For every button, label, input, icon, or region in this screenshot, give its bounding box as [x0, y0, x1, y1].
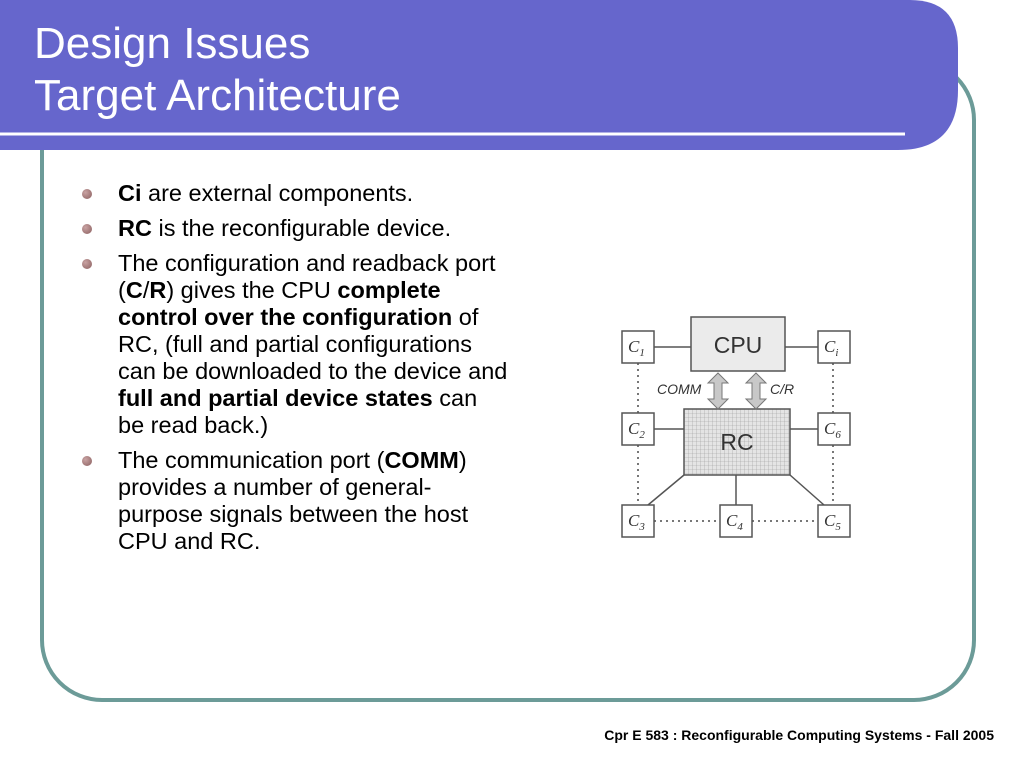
bullet-text: The communication port (COMM) provides a… — [118, 447, 468, 554]
title-line-2: Target Architecture — [34, 71, 401, 120]
bullet-bold-run: complete control over the configuration — [118, 277, 453, 330]
bullet-run: The configuration and readback port ( — [118, 250, 496, 303]
bullet-run: ) gives the CPU — [166, 277, 338, 303]
cpu-label: CPU — [714, 332, 763, 358]
bullet-bold-run: full and partial device states — [118, 385, 433, 411]
port-arrows — [706, 372, 768, 410]
component-box: C5 — [817, 504, 851, 538]
dotted-links — [637, 363, 834, 522]
comm-label: COMM — [657, 381, 702, 397]
solid-links — [647, 346, 825, 506]
bullet-text: RC is the reconfigurable device. — [118, 215, 451, 241]
component-box-frame — [621, 330, 655, 364]
title-band — [0, 0, 958, 150]
component-box-frame — [817, 330, 851, 364]
bullet-run: The communication port ( — [118, 447, 385, 473]
cpu-box — [690, 316, 786, 372]
slide-footer: Cpr E 583 : Reconfigurable Computing Sys… — [604, 727, 994, 743]
component-box: C3 — [621, 504, 655, 538]
component-box-frame — [719, 504, 753, 538]
component-box-frame — [621, 504, 655, 538]
component-box: C1 — [621, 330, 655, 364]
bullet-dot-icon — [82, 259, 92, 269]
bullet-dot-icon — [82, 189, 92, 199]
component-label: C1 — [628, 337, 645, 359]
bullet-item: Ci are external components. — [78, 180, 508, 207]
cr-arrow-icon — [744, 372, 768, 410]
bullet-text: The configuration and readback port (C/R… — [118, 250, 507, 438]
rc-box — [683, 408, 791, 476]
bullet-bold-run: RC — [118, 215, 152, 241]
component-box: C4 — [719, 504, 753, 538]
bullet-text: Ci are external components. — [118, 180, 413, 206]
bullet-dot-icon — [82, 456, 92, 466]
component-label: C4 — [726, 511, 743, 533]
component-box-frame — [817, 504, 851, 538]
bullet-item: The configuration and readback port (C/R… — [78, 250, 508, 439]
bullet-list: Ci are external components. RC is the re… — [78, 180, 508, 563]
rc-label: RC — [720, 429, 753, 455]
bullet-run: can be read back.) — [118, 385, 478, 438]
component-box: C2 — [621, 412, 655, 446]
slide-title: Design Issues Target Architecture — [34, 18, 401, 122]
bullet-run: / — [142, 277, 150, 303]
bullet-bold-run: Ci — [118, 180, 142, 206]
component-box-frame — [621, 412, 655, 446]
bullet-item: The communication port (COMM) provides a… — [78, 447, 508, 555]
component-box-frame — [817, 412, 851, 446]
bullet-dot-icon — [82, 224, 92, 234]
component-box: C6 — [817, 412, 851, 446]
component-box: Ci — [817, 330, 851, 364]
component-label: C2 — [628, 419, 645, 441]
bullet-bold-run: COMM — [384, 447, 459, 473]
bullet-bold-run: C — [125, 277, 143, 303]
bullet-run: are external components. — [141, 180, 414, 206]
component-label: C5 — [824, 511, 841, 533]
bullet-run: is the reconfigurable device. — [151, 215, 452, 241]
comm-arrow-icon — [706, 372, 730, 410]
title-line-1: Design Issues — [34, 19, 311, 68]
component-label: C6 — [824, 419, 841, 441]
bullet-run: ) provides a number of general-purpose s… — [118, 447, 469, 554]
cr-label: C/R — [770, 381, 794, 397]
bullet-bold-run: R — [149, 277, 167, 303]
bullet-item: RC is the reconfigurable device. — [78, 215, 508, 242]
bullet-run: of RC, (full and partial configurations … — [118, 304, 508, 384]
component-label: Ci — [824, 337, 838, 359]
component-label: C3 — [628, 511, 645, 533]
